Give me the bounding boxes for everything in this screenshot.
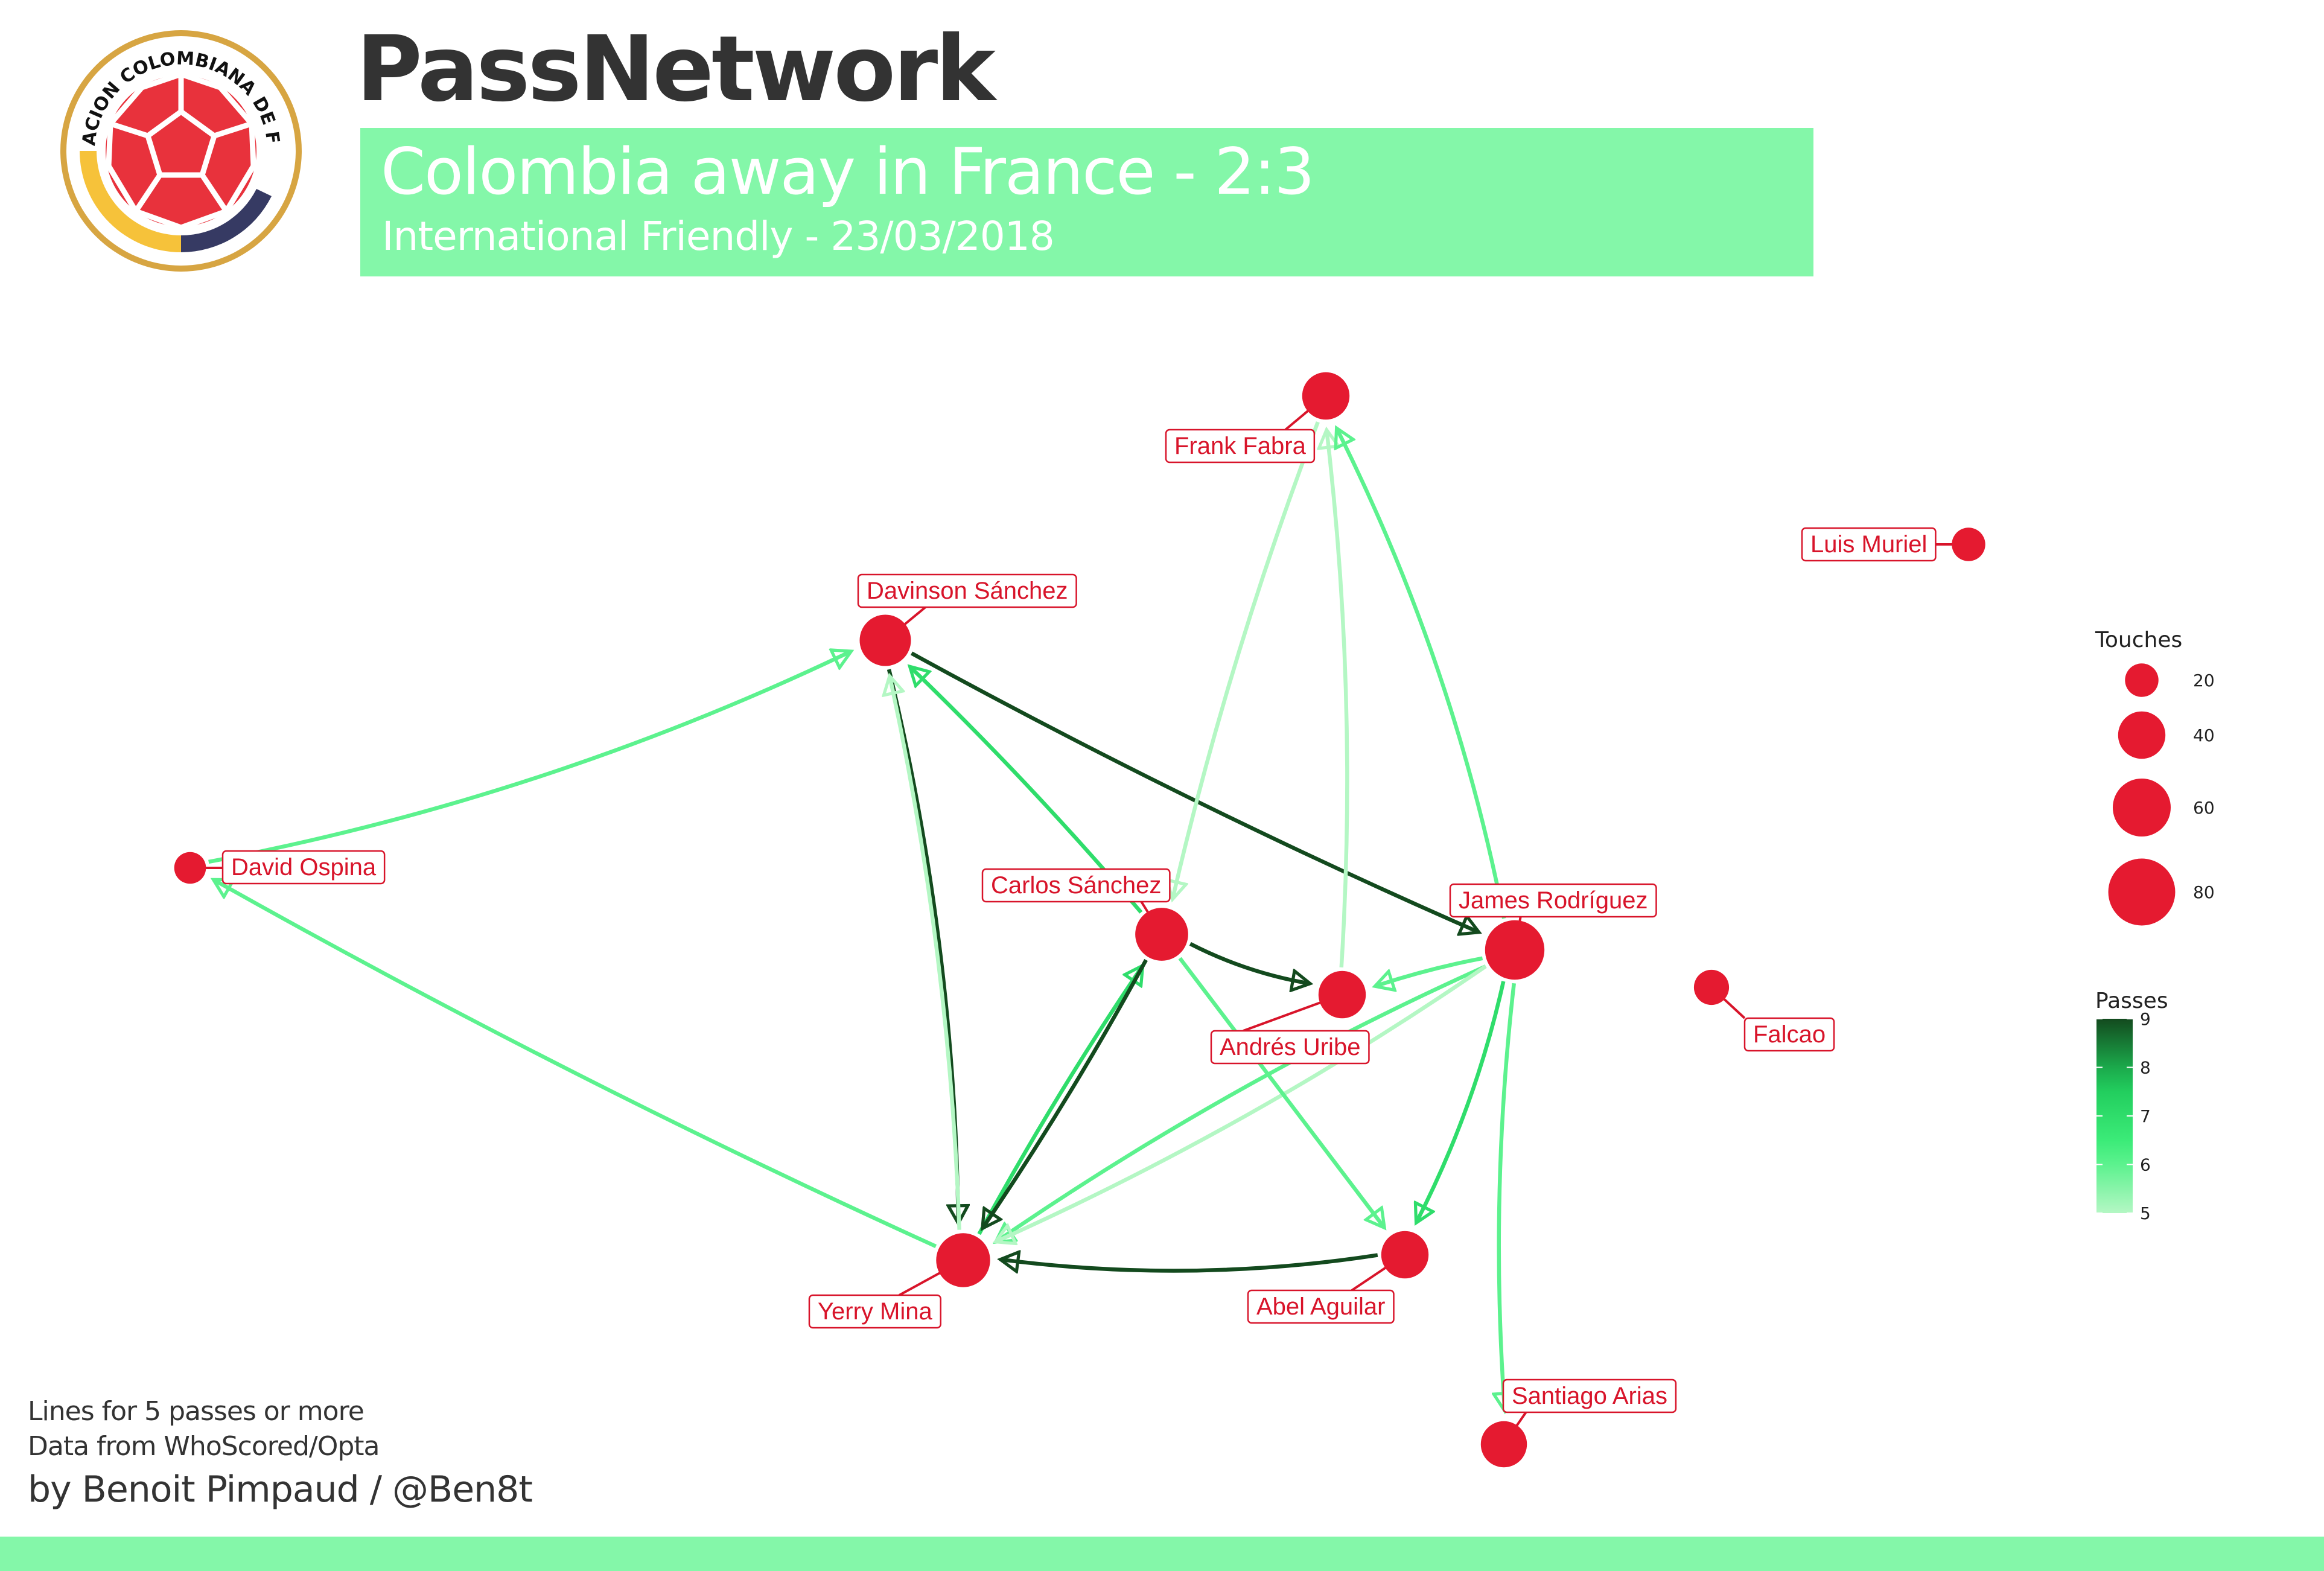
- pass-edge-james-aguilar: [1417, 981, 1506, 1221]
- touches-legend-title: Touches: [2095, 628, 2182, 652]
- footer-note-threshold: Lines for 5 passes or more: [28, 1396, 365, 1427]
- match-title: Colombia away in France - 2:3: [381, 135, 1315, 209]
- touches-legend: Touches 20 40 60 80: [2095, 628, 2215, 926]
- player-node-falcao: Falcao: [1693, 969, 1835, 1052]
- player-circle: [1381, 1231, 1429, 1279]
- touches-legend-circle: [2118, 711, 2166, 759]
- player-circle: [936, 1233, 990, 1287]
- player-circle: [1302, 372, 1350, 420]
- pass-edges: [208, 421, 1517, 1409]
- player-node-ospina: David Ospina: [174, 850, 386, 885]
- pass-edge-davinson-mina: [887, 669, 958, 1222]
- passes-legend-title: Passes: [2095, 989, 2168, 1013]
- player-label-box: [857, 573, 1077, 608]
- footer-credit: by Benoit Pimpaud / @Ben8t: [28, 1468, 533, 1511]
- touches-legend-circle: [2108, 858, 2176, 926]
- passes-legend-tick: 5: [2140, 1203, 2151, 1223]
- pass-edge-carlos-aguilar: [1178, 957, 1383, 1226]
- player-node-davinson: Davinson Sánchez: [857, 573, 1077, 666]
- pass-edge-carlos-mina: [984, 959, 1148, 1227]
- player-node-fabra: Frank Fabra: [1165, 372, 1350, 464]
- player-label: Andrés Uribe: [1220, 1034, 1360, 1060]
- player-circle: [1480, 1421, 1527, 1468]
- player-circle: [1135, 908, 1188, 961]
- player-label: Santiago Arias: [1512, 1383, 1667, 1409]
- touches-legend-circle: [2125, 663, 2159, 697]
- player-label-box: [981, 868, 1171, 903]
- player-circle: [1693, 969, 1730, 1005]
- pass-edge-fabra-carlos: [1173, 421, 1320, 897]
- player-circle: [1318, 970, 1366, 1019]
- player-label-box: [1165, 429, 1316, 464]
- pass-edge-james-arias: [1499, 983, 1517, 1409]
- player-label: James Rodríguez: [1459, 887, 1647, 914]
- pass-edge-uribe-fabra: [1327, 432, 1349, 968]
- player-circle: [859, 614, 911, 666]
- passes-legend-tick: 8: [2140, 1058, 2151, 1078]
- pass-edge-davinson-james: [910, 651, 1477, 931]
- player-label: Yerry Mina: [818, 1298, 932, 1325]
- player-label-box: [1801, 527, 1937, 562]
- player-label: Frank Fabra: [1174, 433, 1307, 459]
- player-label-box: [1449, 883, 1657, 918]
- player-nodes: David Ospina Davinson Sánchez Frank FabraC…: [174, 372, 1985, 1468]
- player-node-arias: Santiago Arias: [1480, 1378, 1677, 1468]
- player-node-mina: Yerry Mina: [808, 1233, 990, 1329]
- footer-note-source: Data from WhoScored/Opta: [28, 1431, 380, 1462]
- player-label: Abel Aguilar: [1256, 1293, 1385, 1320]
- player-label-box: [1743, 1017, 1835, 1052]
- player-label: Davinson Sánchez: [867, 578, 1068, 604]
- player-circle: [174, 852, 206, 884]
- player-node-muriel: Luis Muriel: [1801, 527, 1985, 562]
- match-banner: Colombia away in France - 2:3 Internatio…: [360, 128, 1813, 276]
- player-label: Luis Muriel: [1810, 531, 1927, 558]
- player-node-james: James Rodríguez: [1449, 883, 1657, 980]
- player-node-uribe: Andrés Uribe: [1210, 970, 1370, 1065]
- player-label-box: [808, 1294, 941, 1329]
- touches-legend-tick: 80: [2193, 882, 2215, 902]
- pass-edge-james-uribe: [1377, 956, 1483, 986]
- player-label-box: [1210, 1030, 1370, 1065]
- pass-edge-mina-ospina: [215, 881, 937, 1249]
- pass-edge-james-mina: [997, 964, 1487, 1241]
- player-label-box: [1247, 1289, 1395, 1324]
- player-circle: [1485, 920, 1545, 980]
- pass-edge-mina-davinson: [890, 678, 961, 1230]
- passes-legend-tick: 7: [2140, 1106, 2151, 1126]
- player-label: Falcao: [1753, 1021, 1826, 1048]
- player-label: David Ospina: [231, 854, 377, 881]
- player-label-box: [221, 850, 386, 885]
- player-node-aguilar: Abel Aguilar: [1247, 1231, 1429, 1324]
- player-label: Carlos Sánchez: [991, 872, 1161, 899]
- pass-edge-carlos-uribe: [1189, 942, 1308, 983]
- pass-edge-james-mina: [997, 964, 1487, 1241]
- touches-legend-tick: 60: [2193, 798, 2215, 818]
- pass-edge-james-fabra: [1337, 430, 1506, 919]
- footer: Lines for 5 passes or more Data from Who…: [28, 1394, 533, 1515]
- pass-edge-aguilar-mina: [1002, 1255, 1378, 1271]
- touches-legend-tick: 20: [2193, 671, 2215, 690]
- passes-legend-tick: 6: [2140, 1155, 2151, 1175]
- player-label-box: [1502, 1378, 1677, 1413]
- federation-logo: FEDERACION COLOMBIANA DE FUTBOL: [57, 27, 302, 272]
- match-subtitle: International Friendly - 23/03/2018: [382, 213, 1055, 260]
- player-circle: [1952, 527, 1985, 561]
- pass-edge-ospina-davinson: [208, 652, 850, 864]
- page-title: PassNetwork: [356, 17, 996, 122]
- touches-legend-circle: [2112, 778, 2171, 837]
- passes-legend-tick: 9: [2140, 1009, 2151, 1029]
- bottom-bar: [0, 1537, 2324, 1571]
- passes-legend: Passes 5 6 7 8 9: [2095, 989, 2168, 1223]
- player-node-carlos: Carlos Sánchez: [981, 868, 1188, 961]
- pass-edge-mina-carlos: [977, 967, 1141, 1235]
- touches-legend-tick: 40: [2193, 725, 2215, 745]
